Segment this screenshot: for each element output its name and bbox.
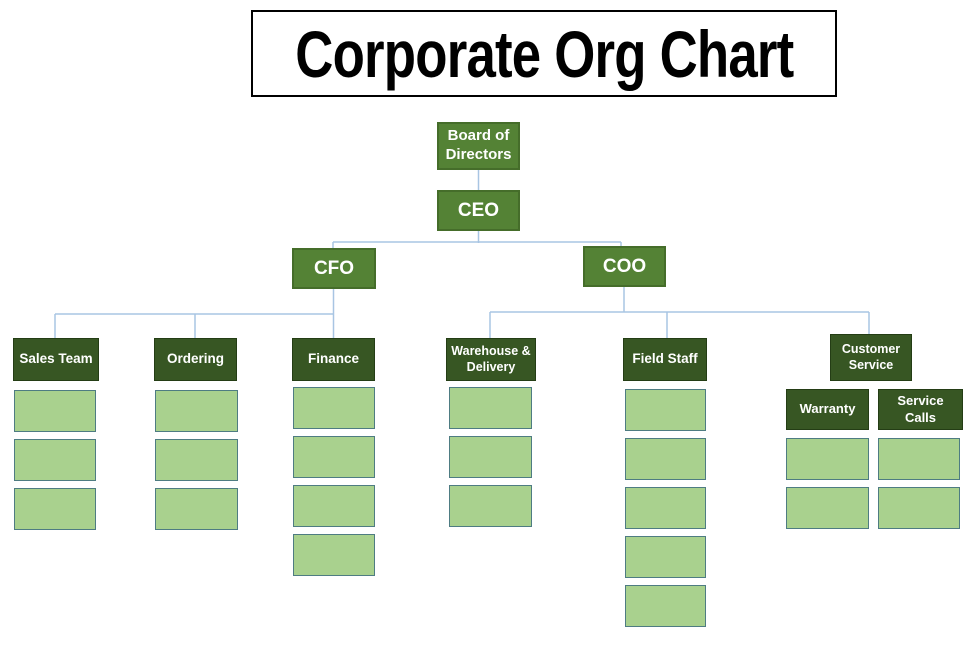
placeholder-column-sales-team <box>14 390 96 530</box>
chart-title: Corporate Org Chart <box>294 16 794 91</box>
placeholder-column-ordering <box>155 390 238 530</box>
placeholder-box <box>878 487 960 529</box>
placeholder-box <box>625 438 706 480</box>
placeholder-box <box>786 487 869 529</box>
node-warranty: Warranty <box>786 389 869 430</box>
placeholder-column-field-staff <box>625 389 706 627</box>
placeholder-box <box>625 389 706 431</box>
node-cfo: CFO <box>292 248 376 289</box>
placeholder-box <box>14 488 96 530</box>
placeholder-box <box>449 387 532 429</box>
node-coo: COO <box>583 246 666 287</box>
placeholder-box <box>293 436 375 478</box>
placeholder-column-warehouse-delivery <box>449 387 532 527</box>
node-customer-service: Customer Service <box>830 334 912 381</box>
placeholder-box <box>625 487 706 529</box>
node-sales-team: Sales Team <box>13 338 99 381</box>
placeholder-box <box>293 485 375 527</box>
placeholder-box <box>449 436 532 478</box>
placeholder-box <box>878 438 960 480</box>
placeholder-column-service-calls <box>878 438 960 529</box>
placeholder-box <box>14 439 96 481</box>
placeholder-box <box>14 390 96 432</box>
placeholder-box <box>155 488 238 530</box>
placeholder-column-warranty <box>786 438 869 529</box>
node-finance: Finance <box>292 338 375 381</box>
node-field-staff: Field Staff <box>623 338 707 381</box>
placeholder-box <box>293 387 375 429</box>
node-board-of-directors: Board of Directors <box>437 122 520 170</box>
placeholder-box <box>625 536 706 578</box>
chart-title-box: Corporate Org Chart <box>251 10 837 97</box>
placeholder-box <box>625 585 706 627</box>
placeholder-box <box>155 439 238 481</box>
placeholder-box <box>786 438 869 480</box>
node-service-calls: Service Calls <box>878 389 963 430</box>
placeholder-box <box>449 485 532 527</box>
node-warehouse-delivery: Warehouse & Delivery <box>446 338 536 381</box>
placeholder-column-finance <box>293 387 375 576</box>
placeholder-box <box>293 534 375 576</box>
node-ordering: Ordering <box>154 338 237 381</box>
node-ceo: CEO <box>437 190 520 231</box>
placeholder-box <box>155 390 238 432</box>
